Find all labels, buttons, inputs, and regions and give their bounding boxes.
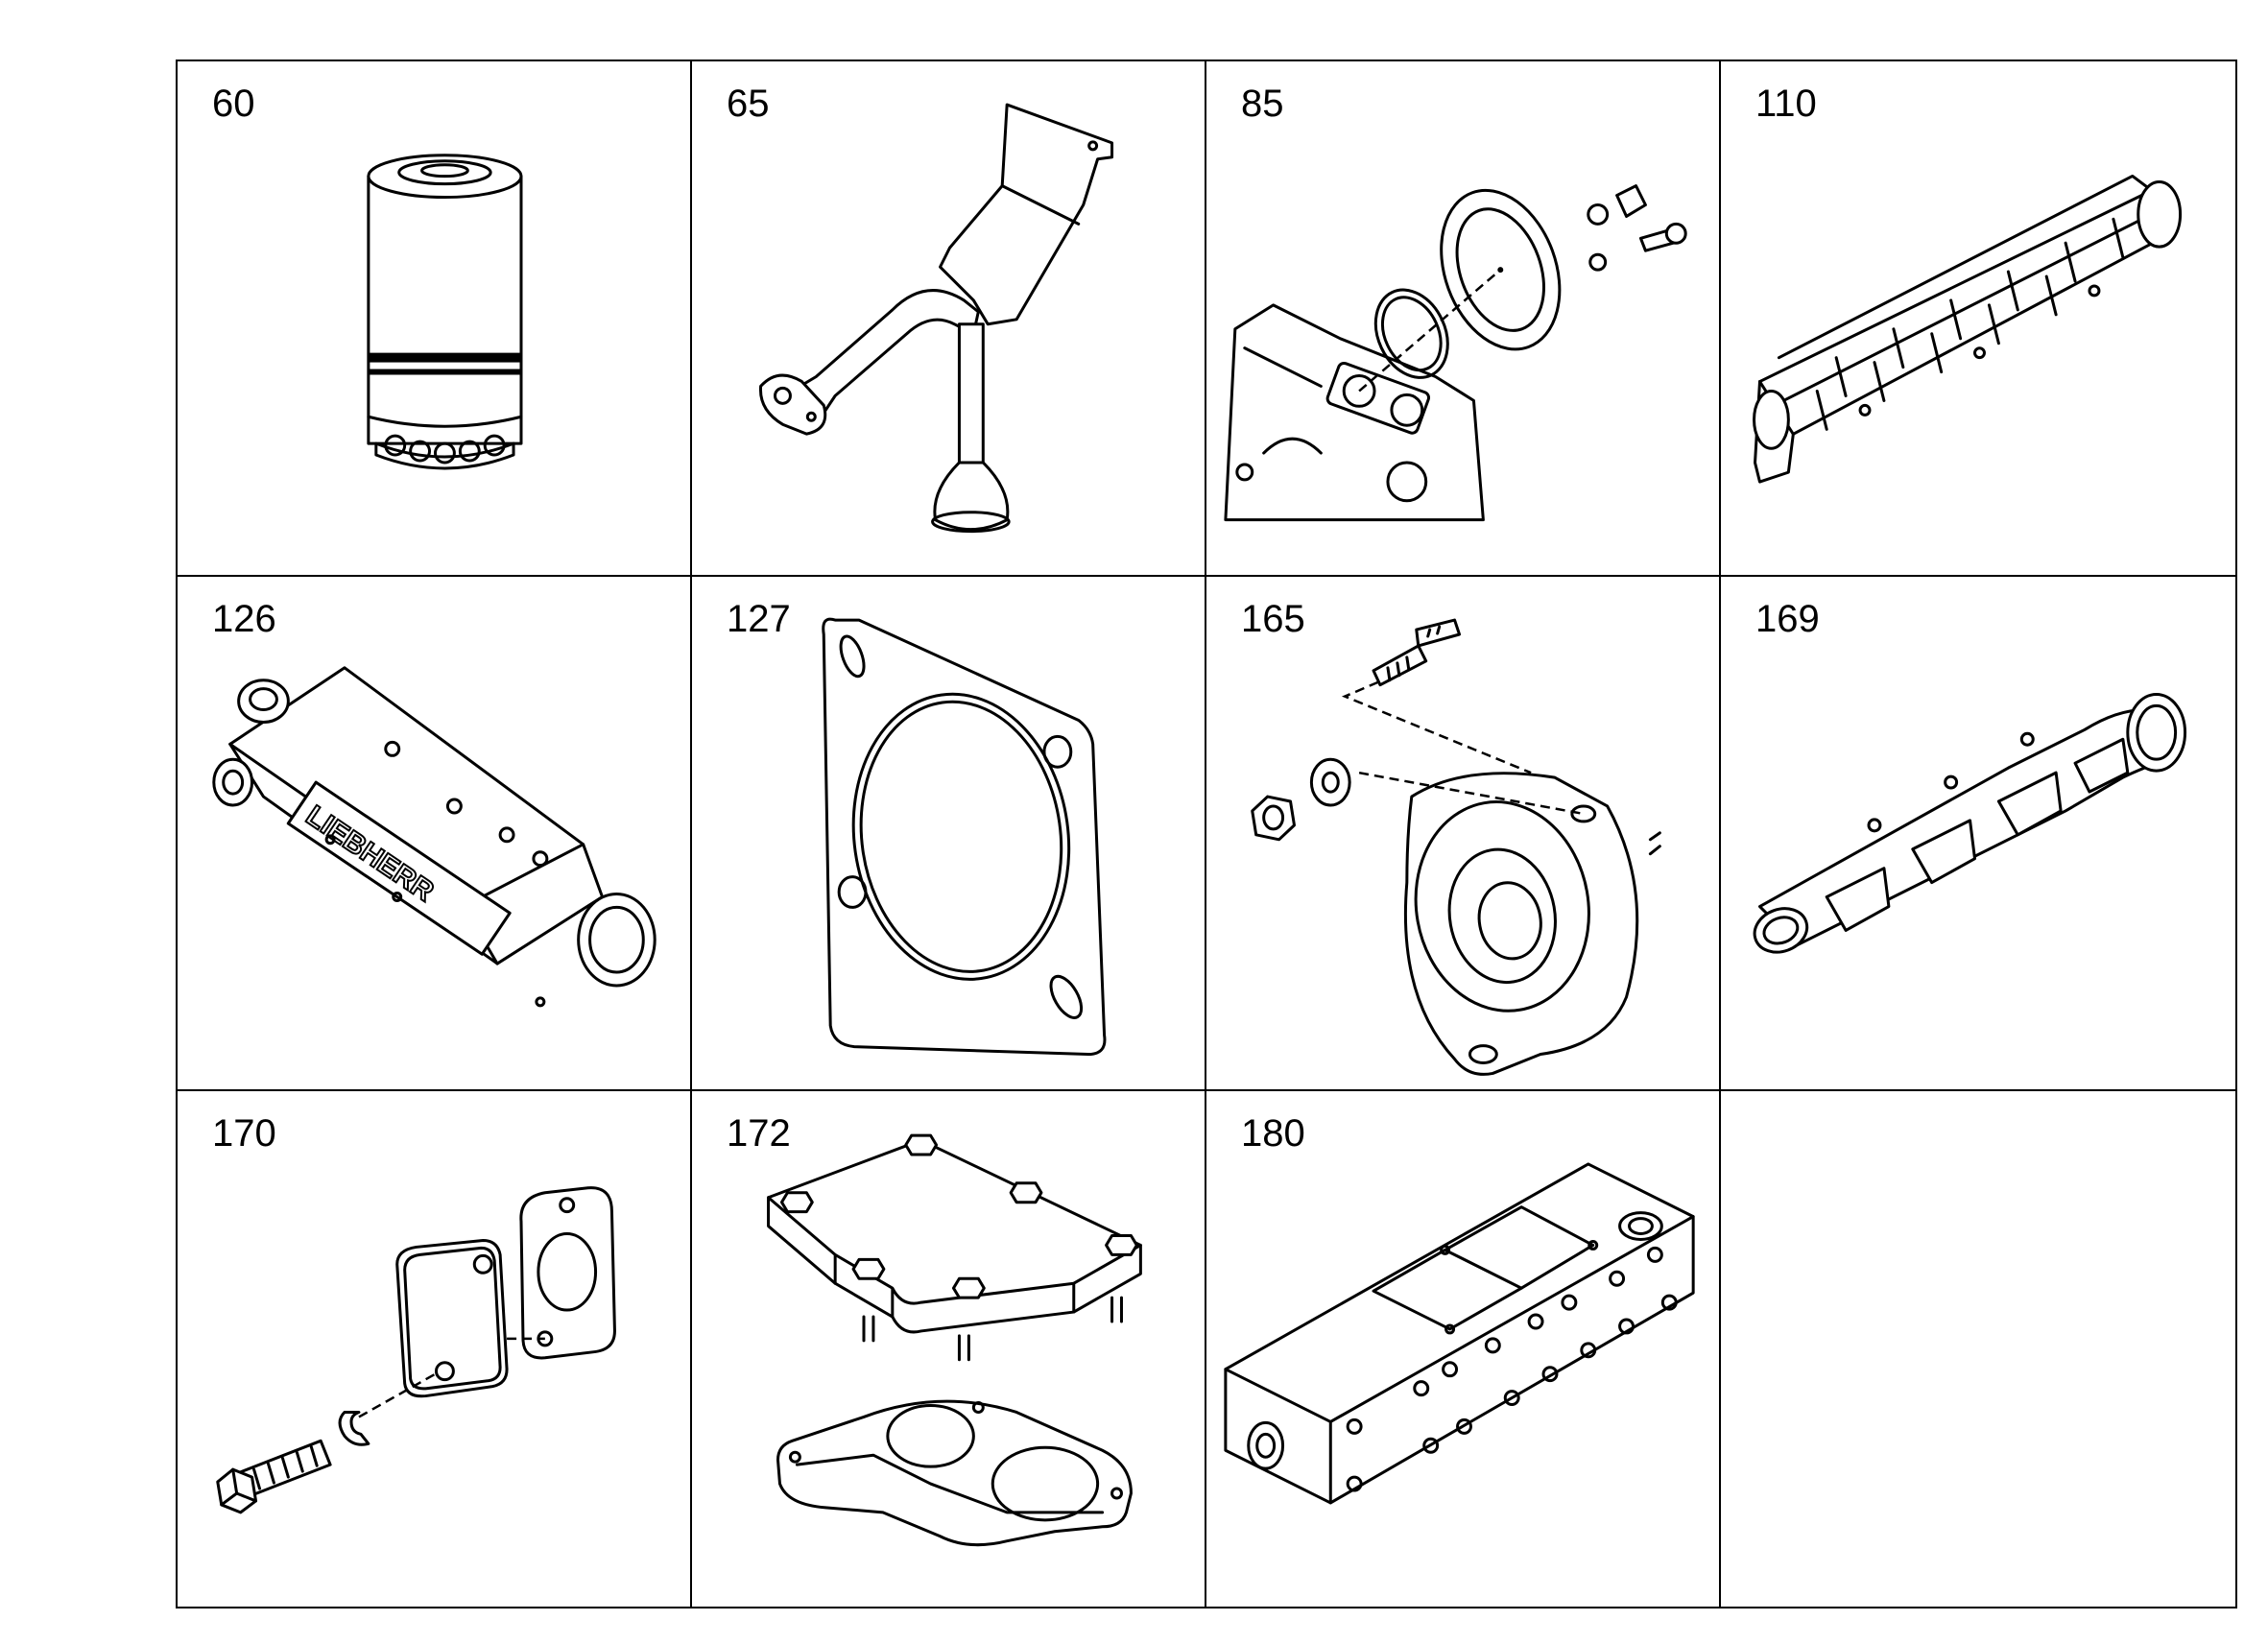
- part-number: 85: [1241, 83, 1284, 125]
- part-number: 165: [1241, 597, 1305, 640]
- oil-suction-pipe-icon: [692, 61, 1205, 575]
- part-cell-60[interactable]: 60: [178, 61, 692, 577]
- part-number: 169: [1755, 597, 1820, 640]
- part-cell-165[interactable]: 165: [1206, 576, 1721, 1092]
- part-cell-110[interactable]: 110: [1721, 61, 2235, 577]
- empty-cell: [1721, 1091, 2235, 1607]
- blanking-cover-icon: [178, 1091, 690, 1607]
- oil-filter-icon: [178, 61, 690, 575]
- part-cell-170[interactable]: 170: [178, 1091, 692, 1607]
- part-number: 127: [727, 597, 791, 640]
- part-number: 110: [1755, 83, 1817, 125]
- distributor-block-icon: [1206, 1091, 1719, 1607]
- part-number: 65: [727, 83, 770, 125]
- part-number: 60: [212, 83, 255, 125]
- parts-grid: 60 65: [176, 60, 2237, 1608]
- part-number: 172: [727, 1112, 791, 1156]
- oil-cooler-icon: LIEBHERR: [178, 577, 690, 1090]
- gasket-icon: [692, 577, 1205, 1090]
- exhaust-manifold-icon: [1721, 577, 2235, 1090]
- part-cell-85[interactable]: 85: [1206, 61, 1721, 577]
- part-number: 180: [1241, 1112, 1305, 1156]
- part-cell-172[interactable]: 172: [692, 1091, 1206, 1607]
- part-number: 170: [212, 1112, 276, 1156]
- intake-manifold-icon: [1721, 61, 2235, 575]
- part-cell-180[interactable]: 180: [1206, 1091, 1721, 1607]
- flange-with-stud-icon: [1206, 577, 1719, 1090]
- part-cell-65[interactable]: 65: [692, 61, 1206, 577]
- cover-plate-assembly-icon: [1206, 61, 1719, 575]
- part-cell-127[interactable]: 127: [692, 576, 1206, 1092]
- part-cell-169[interactable]: 169: [1721, 577, 2235, 1092]
- cover-and-gasket-icon: [692, 1091, 1205, 1607]
- part-cell-126[interactable]: 126 LIEBHERR: [178, 576, 692, 1092]
- part-number: 126: [212, 597, 276, 640]
